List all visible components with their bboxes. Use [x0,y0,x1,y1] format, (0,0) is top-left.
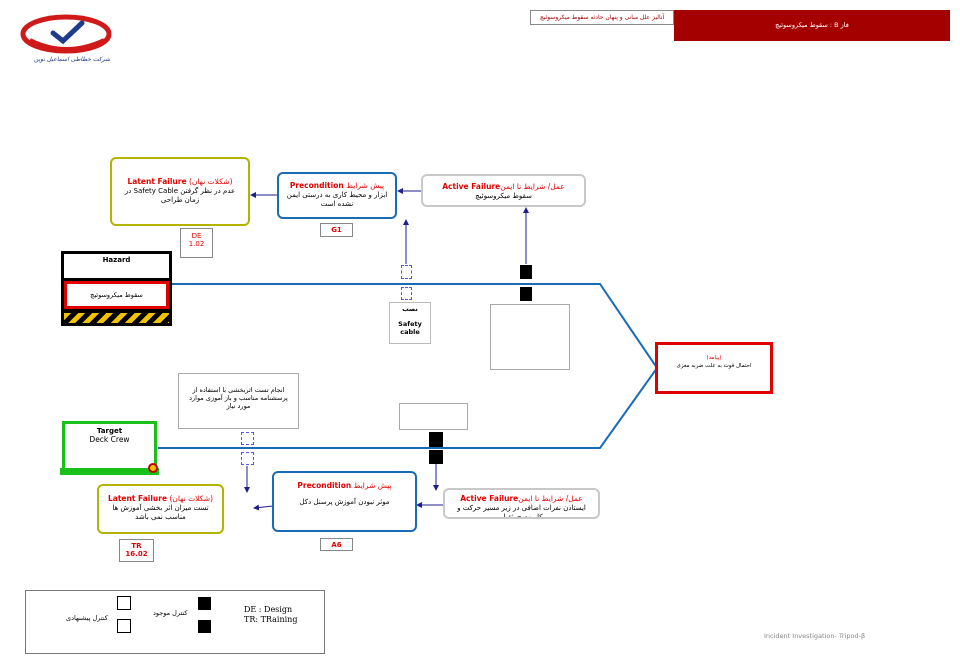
footer-text: Incident Investigation- Tripod-β [764,632,866,640]
bottom-active-failure-box: Active Failureعمل/ شرایط نا ایمن ایستادن… [443,488,600,519]
legend-box: کنترل پیشنهادی کنترل موجود DE : Design T… [25,590,325,654]
top-precondition-code: G1 [320,223,353,237]
legend-existing-square-1 [198,597,211,610]
target-text: Deck Crew [89,435,130,444]
bottom-proposal-box: انجام تست اثربخشی با استفاده از پرسشنامه… [178,373,299,429]
top-latent-failure-box: Latent Failure (شکلات نهان) عدم در نظر گ… [110,157,250,226]
top-latent-code: DE 1.02 [180,228,213,258]
top-existing-control-2 [520,287,532,301]
bottom-latent-code: TR 16.02 [119,539,154,562]
phase-banner: فاز B : سقوط میکروسوئیچ [674,10,950,41]
top-existing-control-1 [520,265,532,279]
top-precondition-text: ابزار و محیط کاری به درستی ایمن نشده است [286,191,388,209]
legend-abbr-design: DE : Design [244,605,293,614]
event-label: (پیامد) [706,355,722,361]
bottom-proposed-control-2 [241,452,254,465]
top-precondition-box: Precondition پیش شرایط ابزار و محیط کاری… [277,172,397,219]
bottom-latent-failure-box: Latent Failure (شکلات نهان) تست میزان اث… [97,484,224,534]
target-block: Target Deck Crew [62,421,157,472]
hazard-text: سقوط میکروسوئیچ [64,281,169,309]
bottom-precondition-box: Precondition پیش شرایط موثر نبودن آموزش … [272,471,417,532]
bottom-active-failure-text: ایستادن نفرات اضافی در زیر مسیر حرکت و ک… [457,504,586,519]
top-active-failure-text: سقوط میکروسوئیچ [475,192,532,201]
legend-existing-label: کنترل موجود [153,609,188,617]
logo-mark-icon [20,14,112,54]
top-proposed-control-1 [401,265,412,279]
arrow-precondition-to-latent-bottom [253,504,274,511]
top-latent-failure-text: عدم در نظر گرفتن Safety Cable در زمان طر… [124,187,236,205]
hazard-title: Hazard [64,254,169,278]
target-bullseye-icon [148,463,158,473]
bottom-precondition-text: موثر نبودن آموزش پرسنل دکل [299,498,390,507]
top-proposed-control-2 [401,287,412,300]
hazard-block: Hazard سقوط میکروسوئیچ [61,251,172,326]
legend-proposed-square-2 [117,619,131,633]
legend-proposed-label: کنترل پیشنهادی [66,614,108,622]
bottom-proposed-control-1 [241,432,254,445]
logo-company-name: شرکت خطاطی اسماعیل نوین [34,56,110,63]
legend-proposed-square-1 [117,596,131,610]
event-block: (پیامد) احتمال فوت به علت ضربه مغزی [655,342,773,394]
target-title: Target [96,427,123,435]
bottom-empty-barrier-box [399,403,468,430]
top-empty-barrier-box [490,304,570,370]
top-barrier-label: نصب Safety cable [389,302,431,344]
top-active-failure-box: Active Failureعمل/ شرایط نا ایمن سقوط می… [421,174,586,207]
bottom-existing-control-1 [429,432,443,447]
bottom-latent-failure-text: تست میزان اثر بخشی آموزش ها مناسب نمی با… [112,504,209,522]
event-text: احتمال فوت به علت ضربه مغزی [676,363,752,369]
hazard-stripes [64,313,169,323]
header-subtitle: آنالیز علل مبانی و پنهان حادثه سقوط میکر… [530,10,674,25]
bottom-precondition-code: A6 [320,538,353,551]
target-base [60,468,159,475]
legend-abbr-training: TR: TRaining [244,615,298,624]
company-logo: شرکت خطاطی اسماعیل نوین [20,14,115,72]
bottom-existing-control-2 [429,450,443,464]
legend-existing-square-2 [198,620,211,633]
